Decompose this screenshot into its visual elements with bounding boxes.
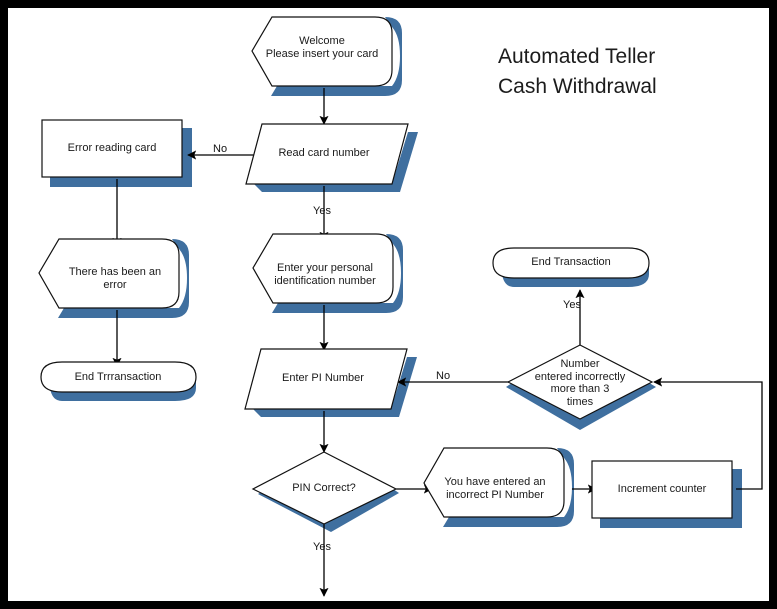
edge-label-read-card-yes: Yes (313, 205, 331, 217)
shadow-error-reading (50, 128, 192, 187)
node-welcome (251, 16, 393, 87)
shadow-there-error (58, 239, 189, 318)
edge-label-too-many-no: No (436, 370, 451, 382)
node-enter-pi (244, 348, 408, 410)
shadow-increment (600, 469, 742, 528)
node-read-card (245, 123, 409, 185)
edge-label-read-card-no: No (213, 143, 228, 155)
shadow-enter-pi (253, 357, 417, 417)
shape-outlines (38, 16, 733, 525)
node-increment (591, 460, 733, 519)
edge-label-too-many-yes: Yes (563, 299, 581, 311)
node-incorrect-msg (423, 447, 565, 518)
shadow-read-card (254, 132, 418, 192)
connector-lines (112, 88, 763, 597)
node-enter-pin-msg (252, 233, 394, 304)
shadow-incorrect-msg (443, 448, 574, 527)
edge-label-pin-correct-yes: Yes (313, 541, 331, 553)
node-end-trans-top (492, 247, 650, 279)
node-error-reading (41, 119, 183, 178)
edge-increment-to-toomany (653, 377, 763, 490)
node-end-trans-left (40, 361, 197, 393)
node-too-many (506, 344, 654, 420)
shadow-welcome (271, 17, 402, 96)
node-there-error (38, 238, 180, 309)
page-title: Automated Teller Cash Withdrawal (498, 45, 657, 98)
shadow-enter-pin-msg (272, 234, 403, 313)
node-pin-correct (251, 451, 398, 525)
